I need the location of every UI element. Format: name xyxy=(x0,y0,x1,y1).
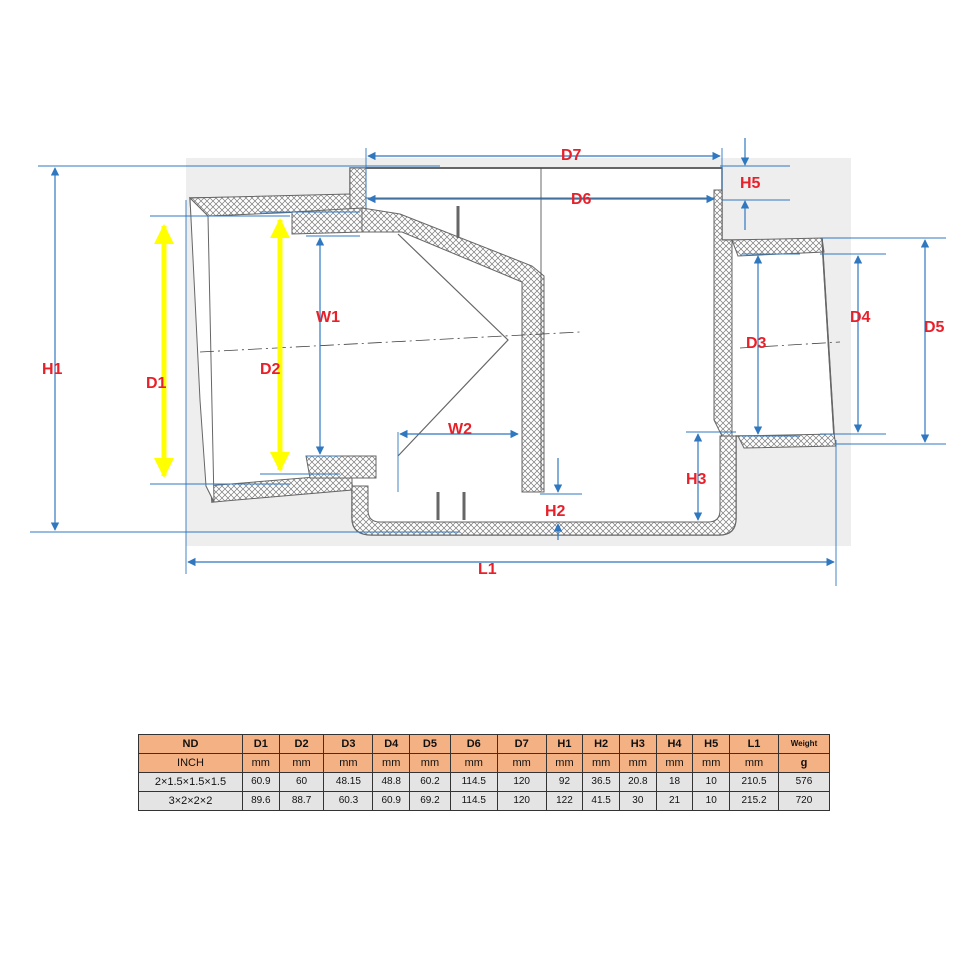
header-cell: D6 xyxy=(449,734,498,754)
table-cell: 48.15 xyxy=(323,772,374,792)
header-cell: ND xyxy=(138,734,243,754)
outlet-thread xyxy=(821,237,835,435)
unit-cell: mm xyxy=(729,753,779,773)
table-cell: 720 xyxy=(777,791,831,811)
header-cell: Weight xyxy=(777,734,831,754)
table-cell: 69.2 xyxy=(409,791,451,811)
technical-drawing: D7 H5 D6 W1 D4 D5 H1 D1 D2 D3 W2 H3 H2 L… xyxy=(30,138,946,586)
table-cell: 122 xyxy=(545,791,584,811)
label-d3: D3 xyxy=(746,335,767,352)
unit-cell: mm xyxy=(409,753,451,773)
table-cell: 88.7 xyxy=(278,791,325,811)
header-cell: D5 xyxy=(409,734,451,754)
unit-cell: mm xyxy=(449,753,498,773)
table-cell: 89.6 xyxy=(241,791,280,811)
label-h3: H3 xyxy=(686,471,707,488)
label-h2: H2 xyxy=(545,503,566,520)
center-line xyxy=(199,331,581,353)
top-rim xyxy=(349,167,367,211)
table-cell: 60.9 xyxy=(372,791,411,811)
flapper-cone xyxy=(397,233,509,457)
table-cell: 60.3 xyxy=(323,791,374,811)
unit-cell: mm xyxy=(278,753,325,773)
table-cell: 114.5 xyxy=(449,772,498,792)
left-inlet-lip xyxy=(189,196,215,503)
header-cell: H3 xyxy=(618,734,657,754)
table-cell: 20.8 xyxy=(618,772,657,792)
chamber-right-wall xyxy=(713,189,733,437)
unit-cell: mm xyxy=(323,753,374,773)
label-h5: H5 xyxy=(740,175,761,192)
label-w2: W2 xyxy=(448,421,472,438)
header-cell: H2 xyxy=(582,734,620,754)
table-cell: 215.2 xyxy=(729,791,779,811)
label-d5: D5 xyxy=(924,319,945,336)
table-cell: 36.5 xyxy=(582,772,620,792)
unit-cell: INCH xyxy=(138,753,243,773)
table-cell: 21 xyxy=(655,791,694,811)
table-cell: 120 xyxy=(496,772,547,792)
table-units-row: INCH mm mm mm mm mm mm mm mm mm mm mm mm… xyxy=(138,753,831,773)
header-cell: L1 xyxy=(729,734,779,754)
header-cell: D4 xyxy=(372,734,411,754)
table-cell: 60 xyxy=(278,772,325,792)
label-h1: H1 xyxy=(42,361,63,378)
table-cell: 576 xyxy=(777,772,831,792)
table-cell: 41.5 xyxy=(582,791,620,811)
table-cell: 210.5 xyxy=(729,772,779,792)
label-w1: W1 xyxy=(316,309,340,326)
table-cell: 114.5 xyxy=(449,791,498,811)
table-cell: 2×1.5×1.5×1.5 xyxy=(138,772,243,792)
unit-cell: mm xyxy=(372,753,411,773)
table-cell: 10 xyxy=(692,772,731,792)
label-d1: D1 xyxy=(146,375,167,392)
table-cell: 60.9 xyxy=(241,772,280,792)
label-d7: D7 xyxy=(561,147,582,164)
table-row: 3×2×2×2 89.6 88.7 60.3 60.9 69.2 114.5 1… xyxy=(138,791,831,811)
unit-cell: mm xyxy=(655,753,694,773)
table-cell: 60.2 xyxy=(409,772,451,792)
unit-cell: mm xyxy=(618,753,657,773)
table-cell: 92 xyxy=(545,772,584,792)
unit-cell: mm xyxy=(582,753,620,773)
unit-cell: mm xyxy=(241,753,280,773)
table-cell: 10 xyxy=(692,791,731,811)
table-header-row: ND D1 D2 D3 D4 D5 D6 D7 H1 H2 H3 H4 H5 L… xyxy=(138,734,831,754)
label-d4: D4 xyxy=(850,309,871,326)
unit-cell: mm xyxy=(545,753,584,773)
header-cell: D3 xyxy=(323,734,374,754)
label-l1: L1 xyxy=(478,561,497,578)
table-row: 2×1.5×1.5×1.5 60.9 60 48.15 48.8 60.2 11… xyxy=(138,772,831,792)
label-d6: D6 xyxy=(571,191,592,208)
table-cell: 18 xyxy=(655,772,694,792)
highlight-arrows xyxy=(154,218,290,478)
header-cell: H1 xyxy=(545,734,584,754)
header-cell: H5 xyxy=(692,734,731,754)
spec-table: ND D1 D2 D3 D4 D5 D6 D7 H1 H2 H3 H4 H5 L… xyxy=(138,734,831,811)
dimension-arrows xyxy=(50,138,930,567)
label-d2: D2 xyxy=(260,361,281,378)
table-cell: 120 xyxy=(496,791,547,811)
outlet-top-wall xyxy=(731,237,825,257)
header-cell: D2 xyxy=(278,734,325,754)
chamber-bottom-wall xyxy=(351,435,737,536)
inner-sleeve-bottom xyxy=(305,455,377,479)
center-line xyxy=(739,341,841,349)
extension-lines xyxy=(30,148,946,586)
table-cell: 30 xyxy=(618,791,657,811)
header-cell: D1 xyxy=(241,734,280,754)
flapper-seat xyxy=(361,207,545,493)
header-cell: H4 xyxy=(655,734,694,754)
unit-cell: mm xyxy=(496,753,547,773)
table-cell: 3×2×2×2 xyxy=(138,791,243,811)
unit-cell: mm xyxy=(692,753,731,773)
header-cell: D7 xyxy=(496,734,547,754)
unit-cell: g xyxy=(777,753,831,773)
table-cell: 48.8 xyxy=(372,772,411,792)
